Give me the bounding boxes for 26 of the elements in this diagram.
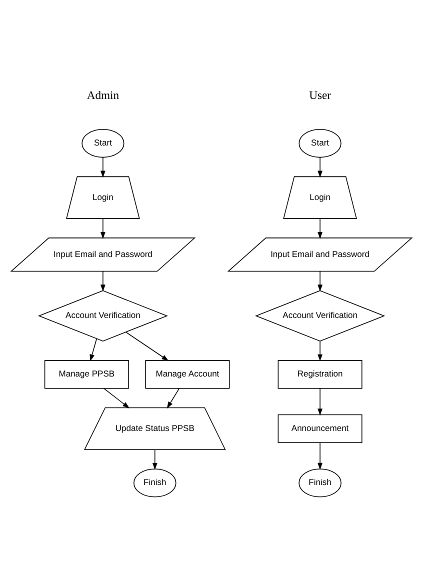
label: Admin xyxy=(86,88,120,102)
arrow xyxy=(152,448,158,470)
arrow xyxy=(104,388,130,408)
node-ellipse: Finish xyxy=(133,468,176,497)
node-diamond: Account Verification xyxy=(255,290,386,341)
arrow xyxy=(318,156,322,178)
node-ellipse: Start xyxy=(298,128,342,158)
node-box: Manage Account xyxy=(145,360,230,388)
node-box: Manage PPSB xyxy=(44,360,129,388)
arrow xyxy=(318,218,322,239)
arrow xyxy=(318,270,322,292)
node-ellipse: Finish xyxy=(298,468,342,497)
arrow xyxy=(100,270,106,292)
arrow xyxy=(90,338,97,361)
node-ellipse: Start xyxy=(82,128,124,158)
arrow xyxy=(318,442,322,470)
node-box: Registration xyxy=(278,360,362,388)
arrow xyxy=(166,388,180,408)
node-box: Announcement xyxy=(278,414,362,443)
arrow xyxy=(100,156,106,178)
arrow xyxy=(318,340,322,361)
arrow xyxy=(318,388,322,416)
label: User xyxy=(309,88,332,102)
node-diamond: Account Verification xyxy=(38,290,168,341)
arrow xyxy=(125,331,169,360)
arrow xyxy=(100,218,106,239)
